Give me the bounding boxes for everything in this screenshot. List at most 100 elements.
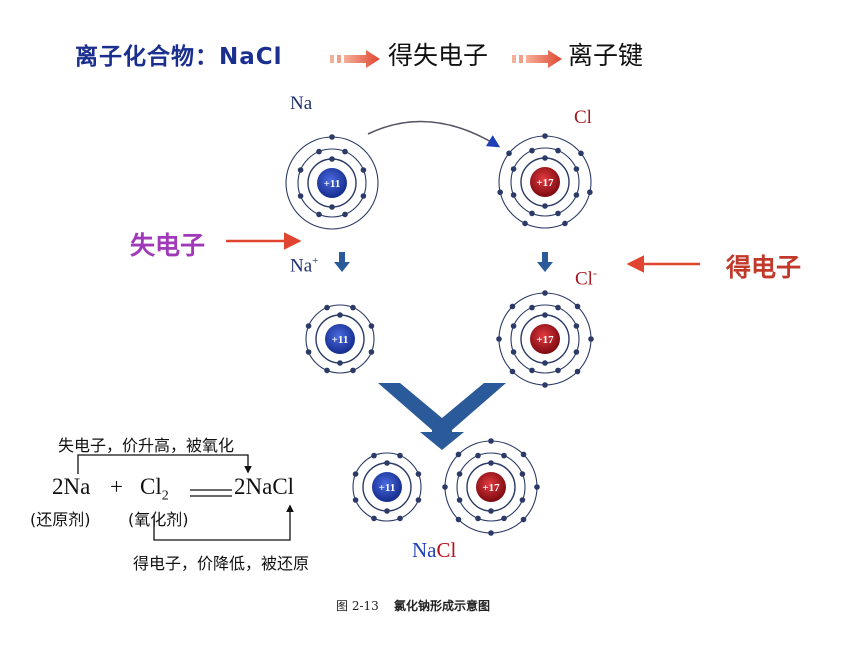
nacl-cl-ion: +17 (442, 438, 540, 536)
electron (316, 148, 322, 155)
electron (350, 367, 356, 374)
nacl-label: NaCl (412, 538, 456, 563)
electron-transfer-arrow (367, 120, 501, 148)
electron (329, 204, 335, 210)
electron (371, 452, 377, 459)
electron (324, 367, 330, 374)
cl-ion: +17 (496, 290, 594, 388)
electron-shell (305, 304, 375, 374)
electron (520, 516, 527, 523)
electron (587, 189, 593, 196)
electron (415, 471, 422, 477)
nucleus (530, 167, 560, 197)
step-gain-lose-electrons: 得失电子 (388, 41, 489, 70)
electron (529, 147, 535, 154)
electron (488, 438, 494, 444)
role-reducing-agent: (还原剂) (30, 510, 91, 529)
equation-bottom-note: 得电子，价降低，被还原 (133, 554, 310, 573)
electron (475, 452, 481, 459)
cl-atom-label: Cl (574, 107, 592, 128)
electron (342, 148, 348, 155)
na-ion-symbol: Na (290, 255, 313, 277)
electron (397, 515, 403, 522)
nucleus-charge: +17 (536, 334, 554, 346)
cl2-symbol: Cl (140, 474, 162, 499)
electron (360, 193, 367, 199)
electron (488, 508, 494, 514)
electron (368, 349, 375, 355)
electron (573, 192, 580, 198)
electron (397, 452, 403, 459)
electron-shell (297, 148, 367, 218)
na-ion-charge: + (312, 255, 319, 267)
cl-ion-charge: - (592, 266, 597, 280)
electron (455, 451, 462, 458)
electron (384, 460, 390, 466)
electron (555, 304, 561, 311)
role-oxidizing-agent: (氧化剂) (128, 510, 189, 529)
nucleus (476, 472, 506, 502)
electron (520, 451, 527, 458)
electron-shell (510, 304, 580, 374)
electron (542, 133, 548, 139)
equation-brackets (77, 454, 294, 541)
na-atom-label: Na (290, 93, 313, 114)
equation-plus: + (110, 474, 123, 499)
electron (297, 167, 304, 173)
electron (534, 484, 540, 490)
equation-top-note: 失电子，价升高，被氧化 (58, 436, 235, 455)
combine-arrow (378, 383, 506, 450)
electron (509, 303, 516, 310)
electron (456, 497, 463, 503)
electron (352, 497, 359, 503)
equation-reactant-cl: Cl2 (140, 474, 169, 505)
cl2-subscript: 2 (161, 488, 169, 504)
electron (337, 312, 343, 318)
electron (455, 516, 462, 523)
electron (529, 367, 535, 374)
cl-ion-label: Cl- (575, 266, 597, 290)
electron (329, 156, 335, 162)
nacl-na-ion: +11 (352, 452, 422, 522)
cl-down-arrow (537, 252, 553, 272)
nucleus-charge: +11 (379, 482, 396, 494)
electron (371, 515, 377, 522)
electron (529, 304, 535, 311)
electron (510, 166, 517, 172)
electron (496, 336, 502, 342)
electron (555, 367, 561, 374)
electron (329, 134, 335, 140)
nucleus-charge: +17 (536, 177, 554, 189)
lose-electrons-label: 失电子 (130, 231, 206, 260)
electron (501, 515, 507, 522)
electron-shell (510, 147, 580, 217)
electron (497, 189, 503, 196)
electron (573, 323, 580, 329)
electron (368, 323, 375, 329)
electron (573, 349, 580, 355)
electron (305, 323, 312, 329)
compound-title: 离子化合物：NaCl (75, 44, 283, 70)
electron (542, 290, 548, 296)
electron (542, 382, 548, 388)
header-arrow-1 (330, 50, 380, 68)
electron (519, 471, 526, 477)
electron (442, 484, 448, 490)
header-arrow-2 (512, 50, 562, 68)
electron (542, 203, 548, 209)
electron (529, 210, 535, 217)
electron (352, 471, 359, 477)
electron (542, 312, 548, 318)
electron (350, 304, 356, 311)
electron (488, 460, 494, 466)
electron (297, 193, 304, 199)
electron (510, 349, 517, 355)
electron (360, 167, 367, 173)
electron (578, 150, 584, 157)
electron (542, 155, 548, 161)
nucleus (317, 168, 347, 198)
cl-ion-symbol: Cl (575, 268, 593, 290)
electron (337, 360, 343, 366)
